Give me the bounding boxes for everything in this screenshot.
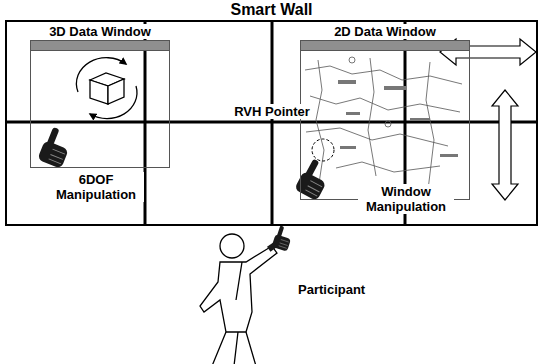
- pointing-hand: [272, 225, 294, 252]
- window-title: 2D Data Window: [332, 24, 438, 39]
- map-drawing: [305, 57, 462, 190]
- participant-label: Participant: [296, 282, 367, 297]
- manipulation-label: Window Manipulation: [358, 184, 454, 214]
- window-title-bar: [301, 41, 469, 51]
- window-title-bar: [31, 41, 169, 51]
- pointer-circle: [312, 139, 334, 161]
- participant-figure: [200, 234, 277, 364]
- vertical-double-arrow: [492, 90, 518, 200]
- pointer-label: RVH Pointer: [232, 104, 312, 119]
- display-grid: [6, 21, 537, 225]
- data-window: 2D Data Window: [300, 40, 470, 200]
- window-title: 3D Data Window: [47, 24, 153, 39]
- wall-title: Smart Wall: [228, 1, 314, 19]
- rotation-arrows: [76, 58, 137, 119]
- rotating-cube: [90, 73, 124, 104]
- pointing-hand: [37, 126, 74, 169]
- manipulation-label: 6DOF Manipulation: [48, 172, 144, 202]
- data-window: 3D Data Window: [30, 40, 170, 168]
